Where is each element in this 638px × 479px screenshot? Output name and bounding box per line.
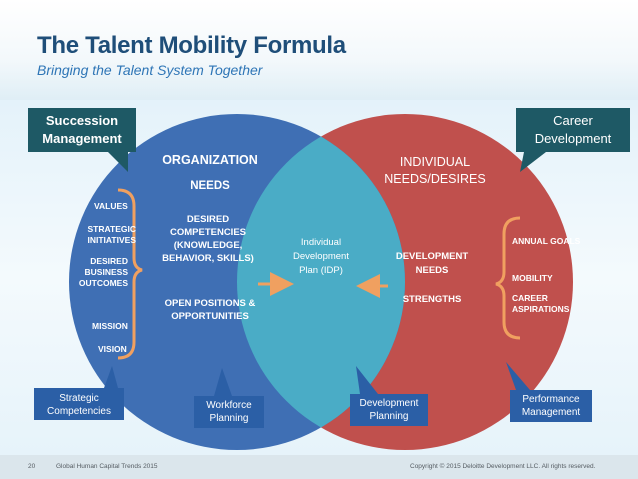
organization-list-item: DESIRED BUSINESS OUTCOMES: [78, 256, 128, 288]
organization-list-item: MISSION: [92, 321, 128, 331]
performance-callout-shape: [506, 362, 592, 422]
organization-competencies: DESIRED COMPETENCIES (KNOWLEDGE, BEHAVIO…: [162, 214, 254, 264]
career-development-callout: Career Development: [534, 113, 612, 146]
development-planning-callout: Development Planning: [359, 398, 419, 422]
workforce-callout-shape: [194, 368, 264, 428]
strategic-callout-shape: [34, 366, 124, 420]
individual-heading-line1: INDIVIDUAL: [399, 155, 471, 169]
footer-publication: Global Human Capital Trends 2015: [56, 463, 158, 470]
organization-list-item: STRATEGIC INITIATIVES: [87, 224, 137, 245]
individual-strengths: STRENGTHS: [402, 294, 462, 305]
strategic-competencies-callout: Strategic Competencies: [47, 393, 111, 417]
page-subtitle: Bringing the Talent System Together: [37, 62, 263, 78]
organization-bracket: [117, 188, 143, 360]
individual-bracket: [495, 216, 521, 340]
individual-heading: INDIVIDUAL NEEDS/DESIRES: [360, 154, 510, 188]
organization-list-item: VALUES: [94, 201, 128, 211]
page-title: The Talent Mobility Formula: [37, 32, 346, 59]
individual-list-item: ANNUAL GOALS: [512, 236, 581, 246]
individual-list-item: MOBILITY: [512, 273, 553, 283]
venn-diagram: [28, 108, 630, 450]
performance-management-callout: Performance Management: [521, 394, 581, 418]
organization-heading: ORGANIZATION NEEDS: [150, 152, 270, 194]
footer-copyright: Copyright © 2015 Deloitte Development LL…: [410, 463, 596, 470]
idp-overlap: [237, 114, 405, 450]
succession-management-callout: Succession Management: [42, 113, 122, 146]
individual-heading-line2: NEEDS/DESIRES: [384, 172, 486, 186]
header-band: [0, 0, 638, 100]
individual-list-item: CAREER ASPIRATIONS: [512, 293, 570, 314]
idp-label: Individual Development Plan (IDP): [293, 237, 349, 276]
organization-positions: OPEN POSITIONS & OPPORTUNITIES: [164, 298, 256, 322]
footer-page-number: 20: [28, 463, 36, 470]
organization-list-item: VISION: [98, 344, 127, 354]
career-callout-shape: [516, 108, 630, 172]
succession-callout-shape: [28, 108, 136, 172]
footer: 20 Global Human Capital Trends 2015 Copy…: [0, 455, 638, 479]
organization-heading-line2: NEEDS: [190, 180, 230, 192]
organization-heading-line1: ORGANIZATION: [162, 153, 258, 167]
development-callout-shape: [350, 366, 428, 426]
individual-development-needs: DEVELOPMENT NEEDS: [395, 251, 469, 276]
workforce-planning-callout: Workforce Planning: [206, 400, 252, 424]
